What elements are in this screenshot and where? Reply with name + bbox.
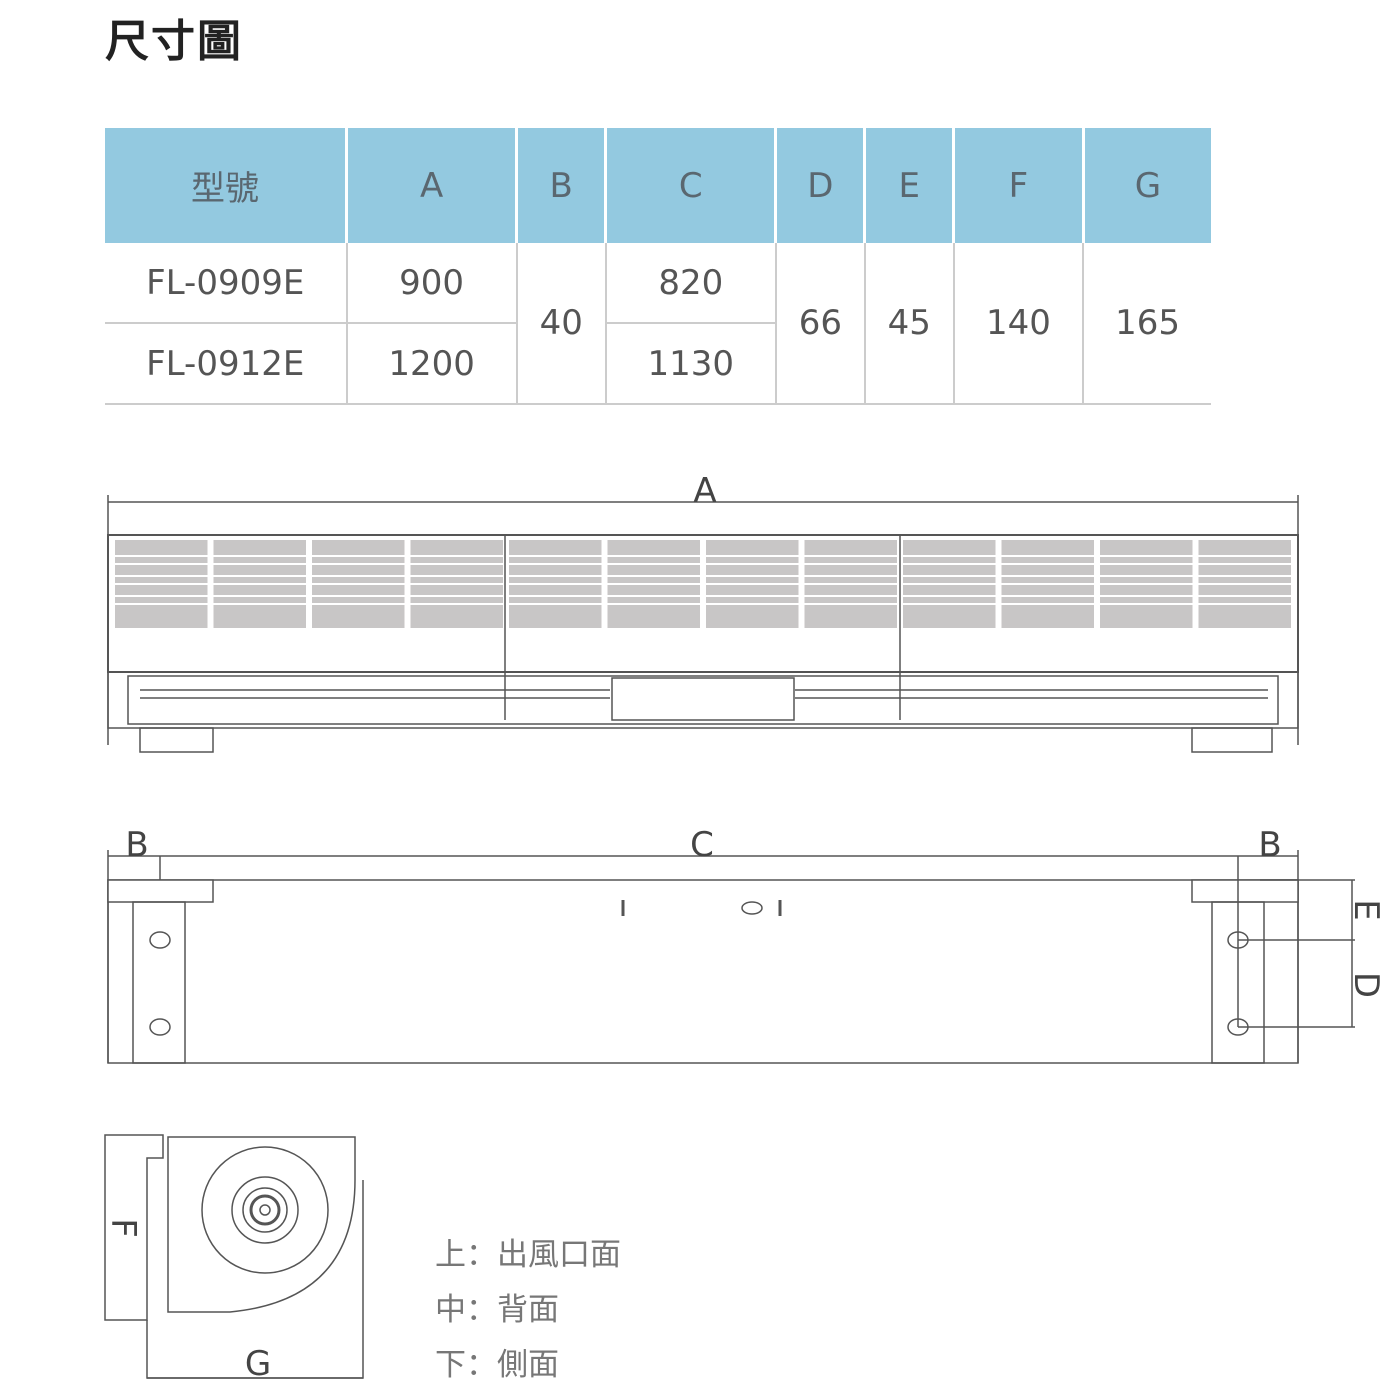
dimension-label-g: G	[245, 1344, 271, 1384]
dimension-label-b-right: B	[1258, 825, 1281, 865]
dimension-label-f: F	[103, 1218, 143, 1238]
cell-d: 66	[774, 243, 865, 405]
legend-text: 出風口面	[497, 1237, 621, 1273]
legend-text: 背面	[497, 1292, 559, 1328]
dimension-label-a: A	[693, 471, 716, 511]
legend-position: 中	[435, 1292, 466, 1328]
table-header-row: 型號 A B C D E F G	[105, 128, 1211, 243]
side-view-drawing	[104, 1134, 364, 1379]
cell-b: 40	[515, 243, 606, 405]
cell-f: 140	[952, 243, 1084, 405]
dimension-label-c: C	[690, 825, 714, 865]
legend-separator: ：	[466, 1347, 497, 1383]
legend-position: 下	[435, 1347, 466, 1383]
header-c: C	[604, 128, 776, 243]
legend-item-middle: 中：背面	[435, 1283, 621, 1338]
view-legend: 上：出風口面 中：背面 下：側面	[435, 1228, 621, 1393]
legend-item-bottom: 下：側面	[435, 1338, 621, 1393]
cell-g: 165	[1082, 243, 1211, 405]
front-view-drawing	[107, 495, 1299, 753]
legend-separator: ：	[466, 1292, 497, 1328]
header-b: B	[515, 128, 606, 243]
table-row: FL-0912E 1200 1130	[105, 323, 1211, 405]
header-a: A	[344, 128, 517, 243]
table-row: FL-0909E 900 40 820 66 45 140 165	[105, 243, 1211, 405]
cell-c: 1130	[604, 323, 776, 405]
header-e: E	[863, 128, 954, 243]
header-model: 型號	[105, 128, 347, 243]
cell-model: FL-0909E	[105, 243, 347, 324]
legend-item-top: 上：出風口面	[435, 1228, 621, 1283]
cell-e: 45	[863, 243, 954, 405]
dimension-label-d: D	[1346, 972, 1386, 998]
dimension-label-e: E	[1346, 899, 1386, 920]
back-view-drawing	[107, 850, 1355, 1064]
header-g: G	[1081, 128, 1211, 243]
header-d: D	[774, 128, 865, 243]
cell-c: 820	[604, 243, 776, 324]
cell-a: 900	[345, 243, 517, 324]
cell-a: 1200	[345, 323, 517, 405]
header-f: F	[952, 128, 1084, 243]
dimension-label-b-left: B	[125, 825, 148, 865]
page-title: 尺寸圖	[105, 16, 243, 67]
legend-separator: ：	[466, 1237, 497, 1273]
dimension-table: 型號 A B C D E F G FL-0909E 900 40 820 66 …	[105, 128, 1211, 405]
legend-text: 側面	[497, 1347, 559, 1383]
cell-model: FL-0912E	[105, 323, 347, 405]
legend-position: 上	[435, 1237, 466, 1273]
